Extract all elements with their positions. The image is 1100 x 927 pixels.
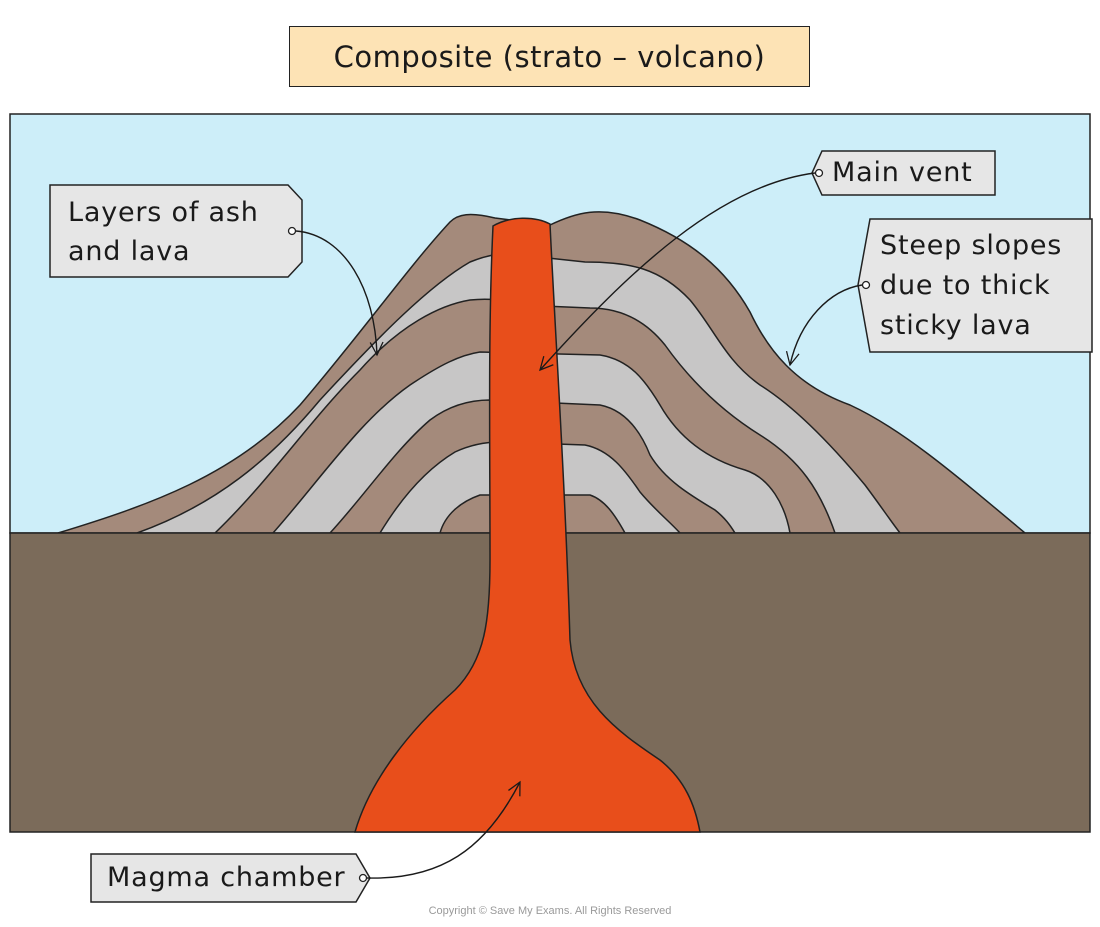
label-box-steep-slopes [857, 218, 1093, 353]
label-main-vent: Main vent [818, 151, 987, 195]
label-layers-line-2: and lava [68, 236, 191, 267]
diagram-title-text: Composite (strato – volcano) [333, 39, 766, 74]
label-steep-line-3: sticky lava [880, 310, 1032, 341]
diagram-title: Composite (strato – volcano) [289, 26, 810, 87]
label-steep-line-2: due to thick [880, 270, 1051, 301]
label-box-layers [49, 184, 303, 278]
label-steep-line-1: Steep slopes [880, 230, 1063, 261]
label-box-magma-chamber [90, 853, 371, 903]
label-steep-slopes: Steep slopes due to thick sticky lava [866, 226, 1076, 346]
label-magma-chamber: Magma chamber [93, 854, 359, 902]
arrow-magma-chamber [366, 780, 521, 879]
copyright-notice: Copyright © Save My Exams. All Rights Re… [428, 905, 672, 917]
label-box-main-vent [811, 150, 996, 196]
label-magma-chamber-text: Magma chamber [107, 862, 346, 893]
label-main-vent-text: Main vent [832, 157, 973, 188]
label-layers-of-ash-and-lava: Layers of ash and lava [52, 187, 275, 277]
label-layers-line-1: Layers of ash [68, 197, 259, 228]
magma-vent-and-chamber [354, 217, 701, 833]
arrow-main-vent [539, 172, 816, 372]
arrow-steep-slopes [785, 284, 863, 367]
arrow-layers [295, 230, 384, 357]
